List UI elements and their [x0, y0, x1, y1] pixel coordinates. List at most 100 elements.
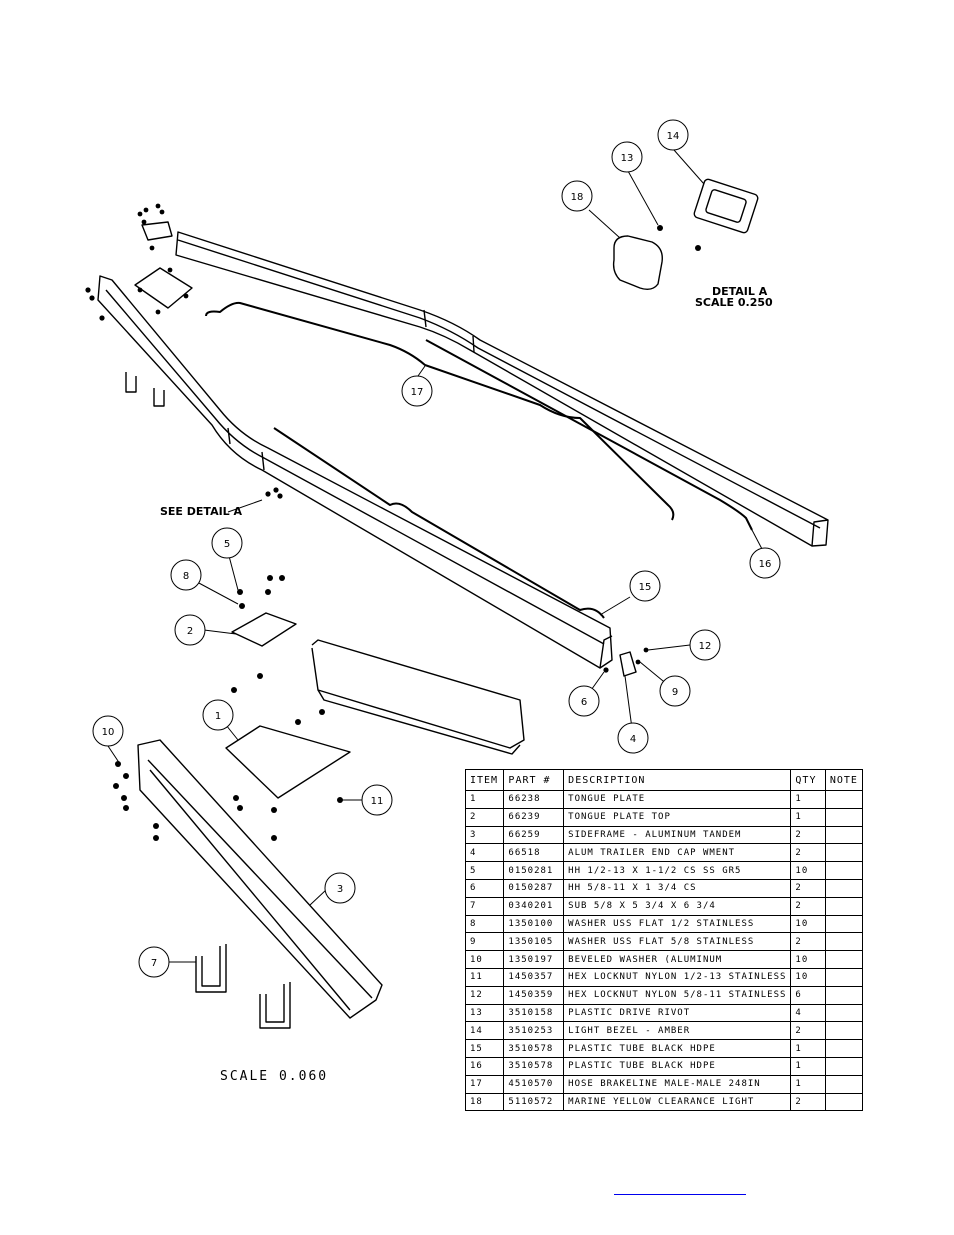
- bom-cell-qty: 1: [790, 1056, 826, 1076]
- side-frame-3: [137, 739, 383, 1019]
- bom-cell-item: 5: [464, 861, 505, 880]
- bom-cell-item: 3: [464, 825, 505, 845]
- bom-cell-description: HH 5/8-11 X 1 3/4 CS: [563, 878, 792, 898]
- bom-cell-part: 4510570: [503, 1074, 565, 1094]
- balloon-14: [657, 119, 689, 151]
- balloon-2: [174, 614, 206, 646]
- bom-cell-note: [824, 896, 864, 916]
- bom-cell-item: 10: [464, 950, 505, 969]
- bom-cell-part: 1450357: [503, 967, 565, 987]
- bom-cell-note: [824, 861, 864, 880]
- balloon-6: [568, 685, 600, 717]
- balloon-4-label: 4: [630, 734, 636, 745]
- footer-link[interactable]: [614, 1180, 746, 1195]
- end-cap: [619, 651, 637, 677]
- bom-cell-item: 17: [464, 1074, 505, 1094]
- bom-cell-note: [824, 967, 864, 987]
- bom-cell-description: HEX LOCKNUT NYLON 1/2-13 STAINLESS: [563, 967, 792, 987]
- bom-cell-part: 66518: [503, 843, 565, 863]
- bom-cell-qty: 2: [790, 1021, 826, 1041]
- balloon-9-label: 9: [672, 687, 678, 698]
- balloon-8-label: 8: [183, 571, 189, 582]
- bom-cell-item: 14: [464, 1021, 505, 1041]
- bom-cell-qty: 2: [790, 1092, 826, 1112]
- bom-cell-qty: 10: [790, 950, 826, 969]
- balloon-3: [324, 872, 356, 904]
- bom-cell-qty: 2: [790, 843, 826, 863]
- bom-cell-description: LIGHT BEZEL - AMBER: [563, 1021, 792, 1041]
- bom-cell-description: ALUM TRAILER END CAP WMENT: [563, 843, 792, 863]
- bom-cell-description: SIDEFRAME - ALUMINUM TANDEM: [563, 825, 792, 845]
- bom-cell-description: WASHER USS FLAT 5/8 STAINLESS: [563, 932, 792, 952]
- tongue-plate: [225, 725, 351, 799]
- balloon-11: [361, 784, 393, 816]
- bom-cell-part: 5110572: [503, 1092, 565, 1112]
- bom-cell-note: [824, 914, 864, 934]
- bom-cell-item: 15: [464, 1039, 505, 1058]
- balloon-16: [749, 547, 781, 579]
- balloon-11-label: 11: [371, 796, 384, 807]
- balloon-2-label: 2: [187, 626, 193, 637]
- bom-cell-part: 3510253: [503, 1021, 565, 1041]
- bom-cell-description: TONGUE PLATE TOP: [563, 807, 792, 827]
- bom-cell-item: 4: [464, 843, 505, 863]
- u-bolt-upper-b: [153, 388, 165, 407]
- balloon-14-label: 14: [667, 131, 680, 142]
- bom-cell-part: 0150281: [503, 861, 565, 880]
- u-bolt-lower-b: [259, 982, 291, 1029]
- balloon-4: [617, 722, 649, 754]
- see-detail-label: SEE DETAIL A: [160, 505, 243, 518]
- bom-cell-item: 8: [464, 914, 505, 934]
- bom-cell-qty: 4: [790, 1003, 826, 1023]
- bom-header-qty: QTY: [790, 769, 826, 791]
- bom-cell-part: 1350105: [503, 932, 565, 952]
- lower-side-frame: [97, 275, 613, 669]
- main-scale-label: SCALE 0.060: [220, 1069, 328, 1084]
- balloon-18-label: 18: [571, 192, 584, 203]
- balloon-7-label: 7: [151, 958, 157, 969]
- balloon-1: [202, 699, 234, 731]
- bom-cell-note: [824, 985, 864, 1005]
- bom-cell-note: [824, 1039, 864, 1058]
- bom-cell-qty: 2: [790, 878, 826, 898]
- bom-cell-item: 7: [464, 896, 505, 916]
- balloon-6-label: 6: [581, 697, 587, 708]
- bom-cell-item: 2: [464, 807, 505, 827]
- balloon-16-label: 16: [759, 559, 772, 570]
- bom-cell-part: 1350100: [503, 914, 565, 934]
- balloon-17-label: 17: [411, 387, 424, 398]
- balloon-9: [659, 675, 691, 707]
- bom-cell-note: [824, 790, 864, 809]
- small-plate-top: [141, 221, 173, 241]
- balloon-15-label: 15: [639, 582, 652, 593]
- bom-cell-qty: 2: [790, 896, 826, 916]
- bom-cell-qty: 1: [790, 807, 826, 827]
- bom-cell-part: 3510578: [503, 1039, 565, 1058]
- bom-cell-qty: 1: [790, 1074, 826, 1094]
- u-bolt-upper-a: [125, 372, 137, 393]
- bom-cell-part: 3510578: [503, 1056, 565, 1076]
- brakeline-hose: [205, 301, 675, 521]
- bom-cell-note: [824, 843, 864, 863]
- balloon-8: [170, 559, 202, 591]
- bom-cell-description: MARINE YELLOW CLEARANCE LIGHT: [563, 1092, 792, 1112]
- bom-cell-item: 11: [464, 967, 505, 987]
- balloon-17: [401, 375, 433, 407]
- bom-header-description: DESCRIPTION: [563, 769, 792, 791]
- bom-cell-part: 66259: [503, 825, 565, 845]
- bom-cell-qty: 6: [790, 985, 826, 1005]
- u-bolt-lower-a: [195, 944, 227, 993]
- detail-a-title: DETAIL A: [712, 285, 768, 298]
- bom-header-row: ITEM PART # DESCRIPTION QTY NOTE: [464, 769, 864, 791]
- tongue-plate-top: [231, 612, 297, 647]
